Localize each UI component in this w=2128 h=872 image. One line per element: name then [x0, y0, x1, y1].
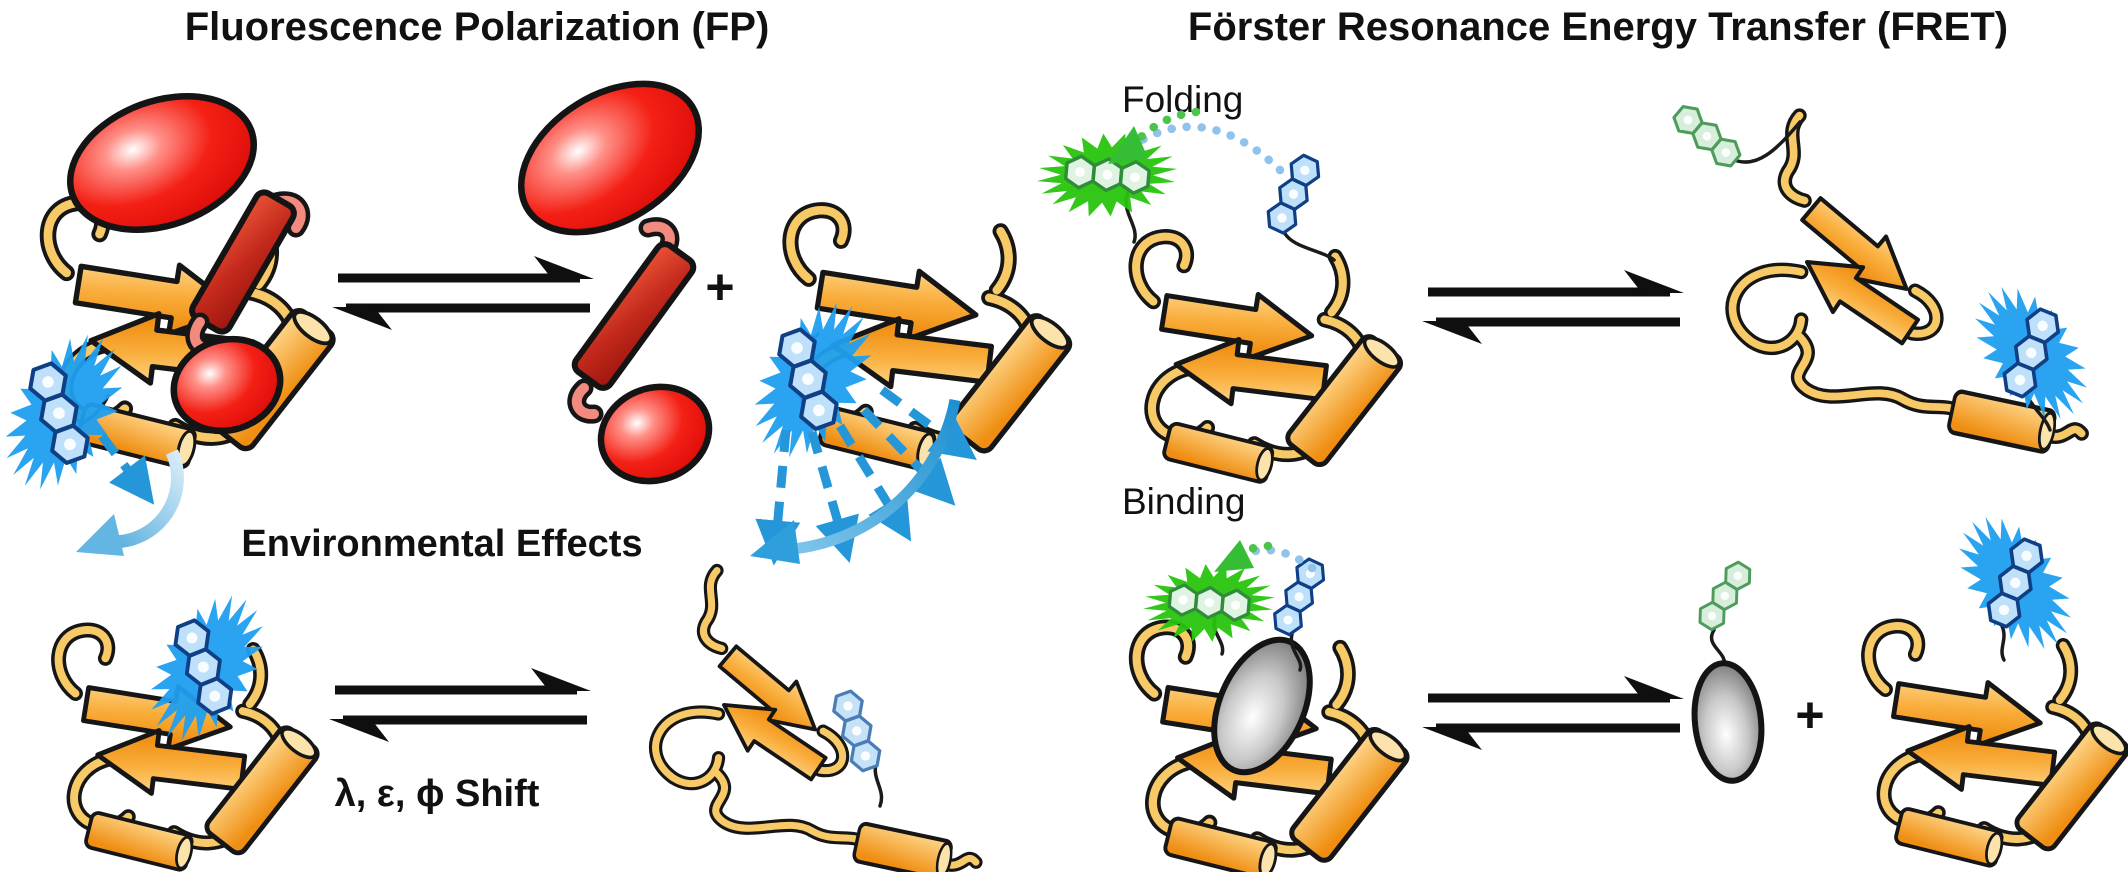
panel-fret: Förster Resonance Energy Transfer (FRET)… — [1033, 5, 2128, 872]
tumbling-arrow-icon — [750, 398, 961, 564]
energy-transfer-arrow-icon — [1214, 540, 1317, 573]
env-folded-state — [59, 576, 323, 872]
panel-environmental-effects: Environmental Effects λ, ε, ϕ Shift — [59, 523, 976, 872]
fret-bound-state — [1137, 540, 1413, 872]
fret-folded-state — [1033, 107, 1406, 484]
glowing-green-fluorophore-icon — [1033, 127, 1181, 223]
blue-fluorophore-icon — [1245, 149, 1342, 240]
antibody-icon — [66, 93, 311, 435]
plus-icon: + — [705, 259, 734, 315]
fret-free-protein — [1869, 496, 2128, 867]
fp-bound-complex — [0, 93, 339, 556]
ligand-icon — [1691, 660, 1765, 784]
plus-icon: + — [1795, 687, 1824, 743]
fp-title: Fluorescence Polarization (FP) — [185, 5, 770, 49]
equilibrium-arrows-icon — [329, 668, 591, 742]
emission-fan-icon — [755, 386, 977, 566]
fret-binding-row: Binding — [1122, 481, 2128, 872]
fluorophore-tether — [873, 762, 884, 808]
binding-label: Binding — [1122, 481, 1245, 522]
fp-free-antibody — [517, 80, 713, 485]
environmental-effects-title: Environmental Effects — [241, 523, 642, 565]
env-unfolded-state — [656, 570, 976, 872]
fret-folding-row: Folding — [1033, 79, 2111, 484]
fp-free-protein — [730, 210, 1075, 566]
energy-transfer-arrow-icon — [1108, 107, 1285, 175]
equilibrium-arrows-icon — [1422, 676, 1684, 750]
fret-unfolded-state — [1669, 92, 2111, 453]
folded-protein-icon — [1869, 626, 2128, 868]
folded-protein-icon — [1136, 237, 1406, 484]
unfolded-protein-icon — [656, 570, 976, 872]
equilibrium-arrows-icon — [332, 256, 594, 330]
tumbling-arrow-icon — [76, 449, 184, 556]
green-fluorophore-icon — [1669, 92, 1744, 181]
fret-title: Förster Resonance Energy Transfer (FRET) — [1188, 5, 2008, 49]
green-fluorophore-icon — [1681, 557, 1768, 635]
slow-emission-arrow — [98, 433, 155, 505]
equilibrium-arrows-icon — [1422, 270, 1684, 344]
panel-fp: Fluorescence Polarization (FP) — [0, 5, 1075, 566]
free-ligand — [1681, 557, 1768, 784]
shift-label: λ, ε, ϕ Shift — [335, 773, 540, 815]
